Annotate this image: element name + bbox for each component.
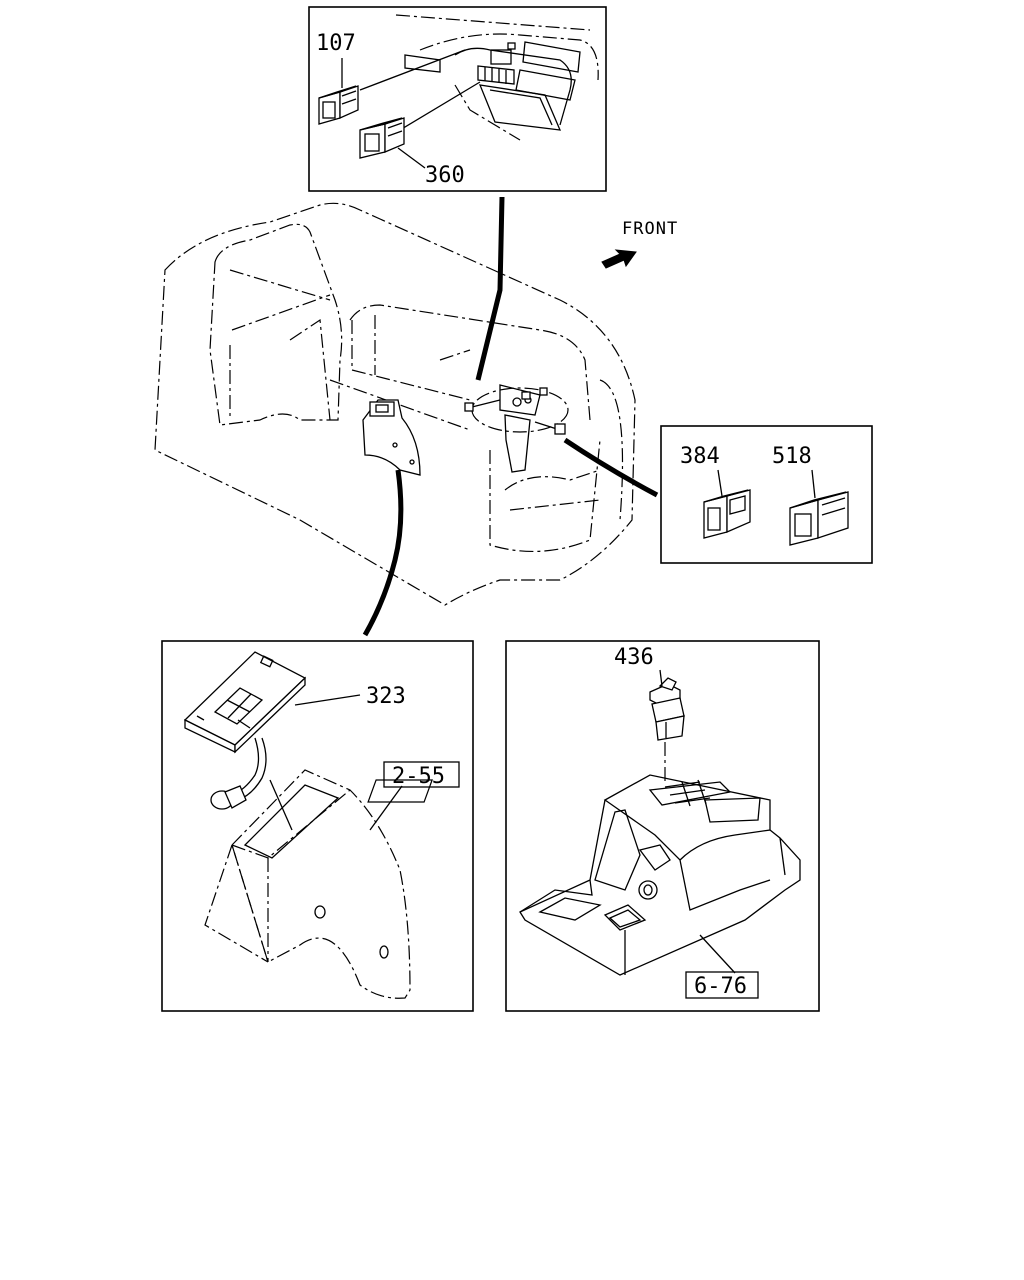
- label-323: 323: [366, 684, 406, 709]
- inset-lower-right: 436 6-76: [367, 640, 820, 1012]
- switch-107: [318, 85, 359, 125]
- switch-384: [703, 489, 751, 539]
- label-518: 518: [772, 444, 812, 469]
- ref-2-55: 2-55: [392, 764, 445, 789]
- inset-top: 107 360: [308, 6, 607, 192]
- center-console-small: [362, 399, 421, 476]
- front-indicator: FRONT: [601, 219, 678, 269]
- switch-panel-323: [183, 651, 307, 810]
- switch-360: [359, 117, 405, 159]
- label-384: 384: [680, 444, 720, 469]
- cab-body: [154, 202, 636, 606]
- switch-518: [789, 491, 849, 546]
- steering-column: [464, 384, 569, 473]
- console-6-76: [367, 774, 801, 976]
- console-2-55: [204, 769, 411, 999]
- arrow-icon: [601, 249, 637, 269]
- ref-6-76: 6-76: [694, 974, 747, 999]
- inset-lower-left: 323 2-55: [161, 640, 474, 1012]
- label-436: 436: [614, 645, 654, 670]
- inset-right: 384 518: [660, 425, 873, 564]
- switch-436: [649, 677, 685, 741]
- label-107: 107: [316, 31, 356, 56]
- front-label: FRONT: [622, 219, 678, 239]
- label-360: 360: [425, 163, 465, 188]
